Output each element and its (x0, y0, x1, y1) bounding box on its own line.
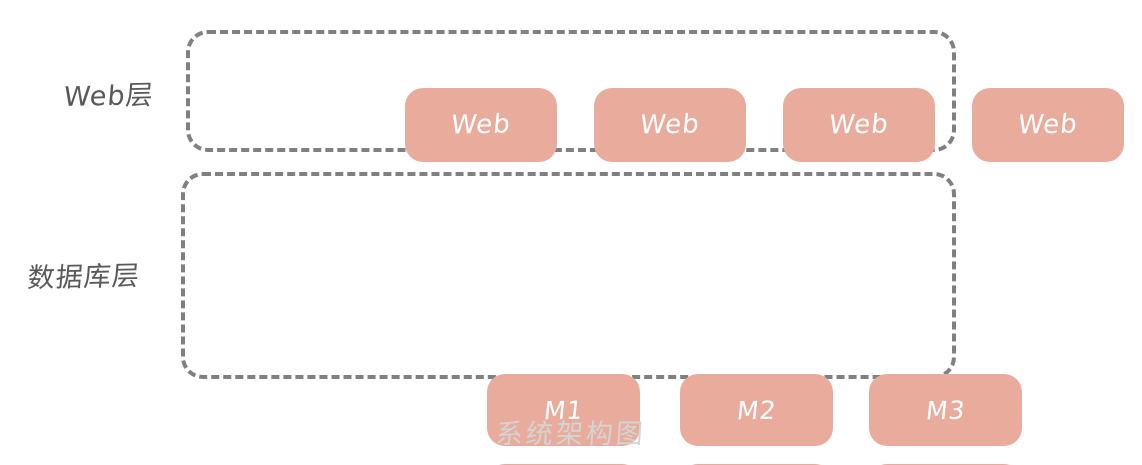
tier-label-web: Web层 (62, 80, 156, 113)
node-db-master-1[interactable]: M1 (487, 374, 640, 446)
node-web-2[interactable]: Web (594, 88, 746, 162)
node-web-3[interactable]: Web (783, 88, 935, 162)
node-web-4[interactable]: Web (972, 88, 1124, 162)
node-label: Web (1016, 109, 1080, 141)
tier-label-database: 数据库层 (26, 260, 142, 295)
node-web-1[interactable]: Web (405, 88, 557, 162)
node-db-master-2[interactable]: M2 (680, 374, 833, 446)
node-label: Web (449, 109, 513, 141)
node-label: Web (827, 109, 891, 141)
tier-container-database: M1 M2 M3 S1 S2 S3 (181, 172, 1022, 465)
node-label: Web (638, 109, 702, 141)
diagram-caption: 系统架构图 (494, 419, 647, 450)
tier-container-web: Web Web Web Web (186, 30, 1124, 162)
node-db-master-3[interactable]: M3 (869, 374, 1022, 446)
